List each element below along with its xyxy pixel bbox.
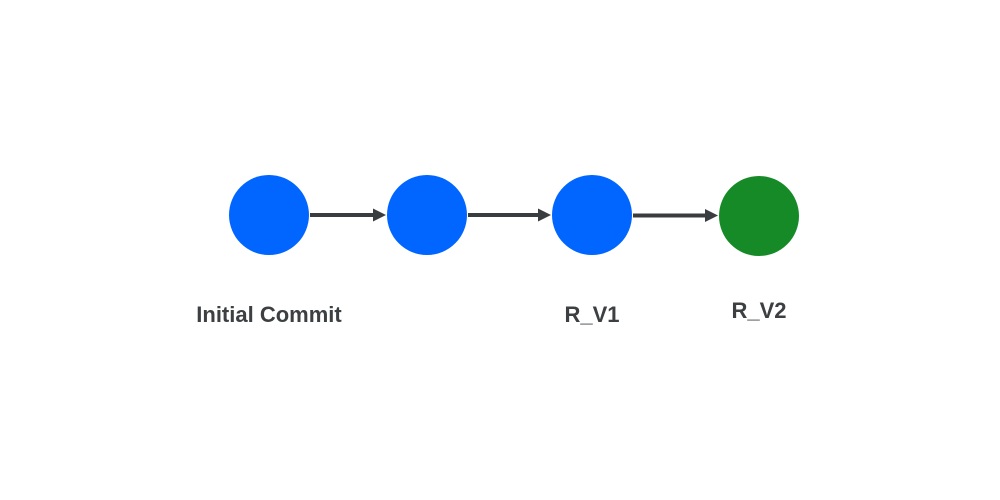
node-label-c4: R_V2 — [731, 298, 786, 323]
commit-node-c1 — [229, 175, 309, 255]
edge-arrowhead-icon-1 — [373, 208, 386, 222]
edge-arrowhead-icon-3 — [705, 209, 718, 222]
commit-node-c2 — [387, 175, 467, 255]
commit-node-c3 — [552, 175, 632, 255]
node-label-c1: Initial Commit — [196, 302, 342, 327]
node-label-c3: R_V1 — [564, 302, 619, 327]
commit-node-c4 — [719, 176, 799, 256]
edge-arrowhead-icon-2 — [538, 208, 551, 222]
